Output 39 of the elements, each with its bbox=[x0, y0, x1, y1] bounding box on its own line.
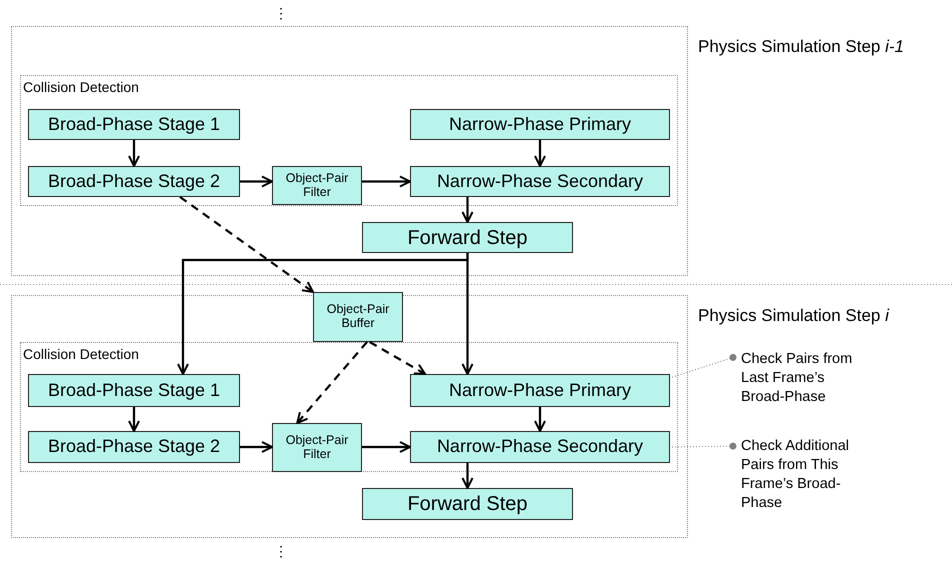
group-label: Collision Detection bbox=[23, 346, 139, 362]
group-label: Collision Detection bbox=[23, 79, 139, 95]
arrow bbox=[128, 407, 140, 432]
process-box: Object-Pair Buffer bbox=[313, 292, 403, 342]
step-heading: Physics Simulation Step i-1 bbox=[698, 37, 904, 57]
arrow bbox=[534, 140, 546, 167]
arrow bbox=[240, 441, 273, 453]
arrow bbox=[362, 441, 411, 453]
process-box: Broad-Phase Stage 2 bbox=[28, 166, 240, 197]
arrow bbox=[462, 253, 474, 375]
process-box: Broad-Phase Stage 1 bbox=[28, 374, 240, 407]
leader-line bbox=[670, 354, 736, 378]
group-frame bbox=[20, 75, 678, 206]
arrow bbox=[296, 341, 368, 424]
arrow bbox=[369, 341, 426, 375]
arrow bbox=[362, 176, 411, 188]
process-box: Narrow-Phase Secondary bbox=[410, 431, 670, 463]
process-box: Forward Step bbox=[362, 488, 573, 520]
arrow bbox=[128, 140, 140, 167]
process-box: Broad-Phase Stage 1 bbox=[28, 109, 240, 140]
arrow bbox=[179, 196, 314, 293]
arrow bbox=[462, 463, 474, 489]
process-box: Broad-Phase Stage 2 bbox=[28, 431, 240, 463]
process-box: Narrow-Phase Primary bbox=[410, 374, 670, 407]
arrow bbox=[462, 197, 474, 223]
process-box: Object-Pair Filter bbox=[272, 166, 362, 205]
process-box: Forward Step bbox=[362, 222, 573, 253]
callout-text: Check Additional Pairs from This Frame’s Broad-Phase bbox=[733, 437, 871, 513]
leader-line bbox=[670, 442, 736, 450]
arrow bbox=[534, 407, 546, 432]
ellipsis-mark: ⋮ bbox=[274, 6, 288, 20]
process-box: Narrow-Phase Secondary bbox=[410, 166, 670, 197]
step-heading: Physics Simulation Step i bbox=[698, 306, 889, 326]
arrow bbox=[240, 176, 273, 188]
process-box: Object-Pair Filter bbox=[272, 423, 362, 472]
callout-text: Check Pairs from Last Frame’s Broad-Phase bbox=[733, 350, 871, 407]
group-frame bbox=[20, 342, 678, 472]
ellipsis-mark: ⋮ bbox=[274, 544, 288, 558]
process-box: Narrow-Phase Primary bbox=[410, 109, 670, 140]
